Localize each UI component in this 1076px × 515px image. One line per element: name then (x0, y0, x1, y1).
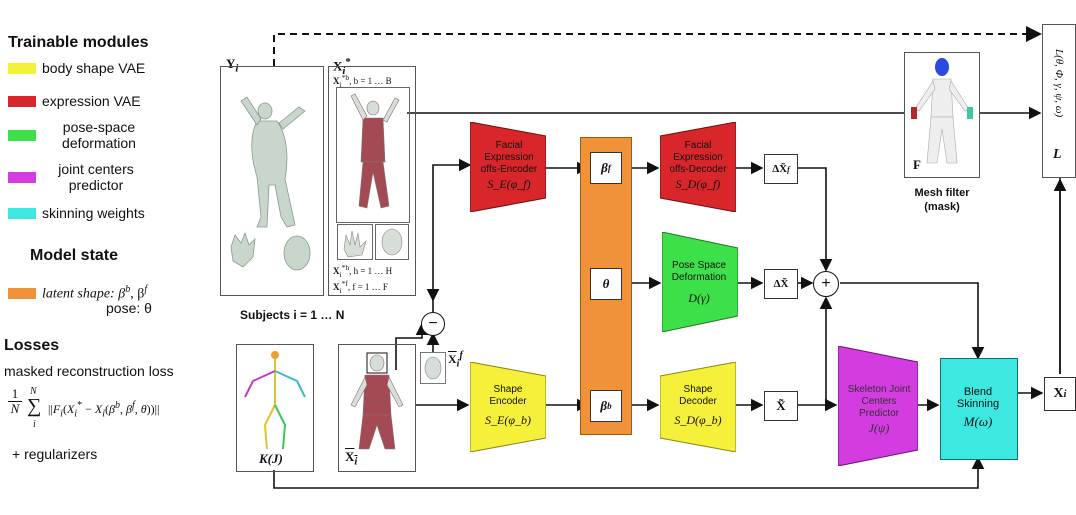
loss-formula: ||Fi(Xi* − Xi(βb, βf, θ))|| (48, 400, 160, 420)
delta-xf-box: ΔX̃f (764, 154, 798, 184)
kj-to-blend (273, 456, 985, 489)
swatch-body-shape (8, 63, 36, 74)
swatch-skinning (8, 208, 36, 219)
xh-hand-figure (343, 230, 367, 258)
shape-decoder-shape (660, 362, 736, 452)
pose-space-shape (662, 232, 738, 332)
xf-face-frame (375, 224, 409, 260)
blend-skinning-box (940, 358, 1018, 460)
theta-state: θ (590, 268, 622, 300)
pose-space-title: Pose Space Deformation (671, 260, 727, 283)
yi-body-figure (230, 96, 311, 271)
delta-x-box: ΔX̃ (764, 269, 798, 299)
xb-figure-frame (336, 87, 410, 223)
xbar-panel: Xi (338, 344, 416, 472)
swatch-pose-space (8, 130, 36, 141)
xi-star-panel: Xi*b, b = 1 … B Xi*h, h = 1 … H Xi*f, f … (328, 66, 416, 296)
loss-regularizers: + regularizers (12, 446, 98, 462)
xf-face-figure (381, 228, 403, 256)
loss-box: L(θ, Φ, γ, ψ, ω) L (1042, 24, 1076, 178)
xh-hand-frame (337, 224, 373, 260)
swatch-expression (8, 96, 36, 107)
plus-operator: + (813, 271, 839, 297)
facial-encoder-formula: S_E(φ_f) (487, 177, 531, 191)
skeleton-predictor-shape (838, 346, 918, 466)
xb-body-figure (350, 93, 400, 209)
xf-label: Xi*f, f = 1 … F (333, 279, 388, 295)
xh-label: Xi*h, h = 1 … H (333, 263, 393, 279)
xb-label: Xi*b, b = 1 … B (333, 73, 392, 89)
mesh-filter-f-label: F (913, 157, 921, 172)
xi-star-label: Xi* (333, 56, 351, 77)
loss-sum-bottom: i (33, 419, 36, 430)
blend-skinning-title: Blend Skinning (956, 386, 1000, 410)
legend-joint-centers: joint centers predictor (58, 161, 134, 193)
legend-expression: expression VAE (42, 93, 141, 109)
xbarf-label: Xif (448, 350, 463, 370)
facial-decoder-title: Facial Expression offs-Decoder (669, 140, 727, 175)
facial-encoder-title: Facial Expression offs-Encoder (480, 140, 538, 175)
minus-operator: − (421, 312, 445, 336)
blend-skinning-formula: M(ω) (963, 414, 993, 429)
model-state-title: Model state (30, 247, 119, 264)
loss-l-label: L (1053, 147, 1062, 162)
loss-sum-top: N (30, 386, 37, 397)
facial-decoder-shape (660, 122, 736, 212)
shape-decoder-formula: S_D(φ_b) (674, 413, 722, 427)
swatch-joint-centers (8, 172, 36, 183)
loss-vertical-label: L(θ, Φ, γ, ψ, ω) (1053, 48, 1065, 118)
shape-encoder-formula: S_E(φ_b) (485, 413, 531, 427)
loss-description: masked reconstruction loss (4, 363, 174, 379)
legend-body-shape: body shape VAE (42, 60, 146, 76)
xbarf-head-figure (424, 356, 442, 380)
skeleton-figure (244, 351, 306, 450)
facial-decoder-formula: S_D(φ_f) (675, 177, 721, 191)
plus-to-blend (840, 282, 985, 360)
kj-label: K(J) (259, 451, 283, 466)
losses-title: Losses (4, 337, 60, 354)
mesh-filter-caption: Mesh filter (mask) (914, 187, 970, 213)
xbar-body-figure (350, 352, 404, 450)
facial-encoder-shape (470, 122, 546, 212)
legend-latent-shape: latent shape: βb, βf (42, 284, 148, 302)
dashed-loss-line (273, 26, 1042, 66)
legend-pose-space: pose-space deformation (62, 119, 136, 151)
yi-panel (220, 66, 324, 296)
yi-label: Yi (226, 56, 239, 75)
minus-to-facial-encoder (432, 158, 472, 312)
skeleton-predictor-title: Skeleton Joint Centers Predictor (847, 384, 911, 419)
swatch-model-state (8, 288, 36, 299)
head-to-minus (395, 322, 429, 370)
kj-panel: K(J) (236, 344, 314, 472)
skeleton-predictor-formula: J(ψ) (868, 421, 890, 435)
xbar-label: Xi (345, 449, 358, 468)
loss-sum-symbol: ∑ (27, 395, 42, 417)
xbarf-head-frame (420, 352, 446, 384)
shape-encoder-title: Shape Encoder (489, 384, 527, 407)
x-tilde-box: X̃ (764, 391, 798, 421)
deltaxf-to-plus (796, 167, 833, 272)
mesh-filter-figure (911, 58, 973, 164)
mesh-filter-panel: F (904, 52, 980, 178)
shape-encoder-shape (470, 362, 546, 452)
legend-pose: pose: θ (106, 300, 152, 316)
subjects-label: Subjects i = 1 … N (240, 308, 345, 322)
shape-decoder-title: Shape Decoder (679, 384, 717, 407)
trainable-modules-title: Trainable modules (8, 34, 149, 51)
pose-space-formula: D(γ) (688, 291, 710, 305)
legend-skinning: skinning weights (42, 205, 145, 221)
